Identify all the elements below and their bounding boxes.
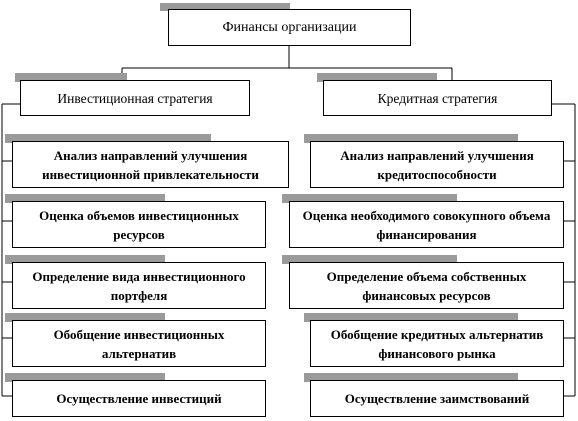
right-step-5: Осуществление заимствований (310, 380, 564, 417)
left-step-3: Определение вида инвестиционного портфел… (12, 262, 266, 309)
credit-strategy-node: Кредитная стратегия (323, 80, 552, 116)
left-step-4: Обобщение инвестиционных альтернатив (12, 320, 266, 367)
left-step-2: Оценка объемов инвестиционных ресурсов (12, 201, 266, 248)
right-step-5-shadow (304, 373, 518, 382)
left-step-5-label: Осуществление инвестиций (56, 391, 222, 406)
left-step-3-shadow (5, 255, 165, 264)
right-branch-shadow (317, 73, 437, 82)
right-step-3-shadow (282, 255, 457, 264)
root-node: Финансы организации (168, 9, 411, 46)
credit-strategy-label: Кредитная стратегия (377, 90, 498, 106)
right-step-3-label: Определение объема собственных финансовы… (326, 268, 527, 303)
left-step-2-label: Оценка объемов инвестиционных ресурсов (39, 207, 239, 242)
left-step-5-shadow (5, 373, 165, 382)
root-label: Финансы организации (222, 20, 357, 35)
left-step-2-shadow (5, 194, 165, 203)
left-step-1-shadow (5, 134, 211, 143)
right-step-2-label: Оценка необходимого совокупного объема ф… (302, 207, 551, 242)
right-step-5-label: Осуществление заимствований (344, 391, 530, 406)
right-step-2-shadow (282, 194, 457, 203)
right-step-4-shadow (304, 313, 518, 322)
right-step-1-shadow (304, 134, 518, 143)
right-step-1-label: Анализ направлений улучшения кредитоспос… (340, 147, 534, 182)
left-step-4-shadow (5, 313, 165, 322)
left-step-4-label: Обобщение инвестиционных альтернатив (53, 326, 225, 361)
investment-strategy-label: Инвестиционная стратегия (57, 90, 213, 106)
root-shadow (160, 3, 290, 11)
left-step-3-label: Определение вида инвестиционного портфел… (32, 268, 246, 303)
right-step-3: Определение объема собственных финансовы… (289, 262, 564, 309)
right-step-1: Анализ направлений улучшения кредитоспос… (310, 141, 564, 188)
left-step-5: Осуществление инвестиций (12, 380, 266, 417)
left-step-1-label: Анализ направлений улучшения инвестицион… (42, 147, 259, 182)
left-step-1: Анализ направлений улучшения инвестицион… (12, 141, 289, 188)
right-step-2: Оценка необходимого совокупного объема ф… (289, 201, 564, 248)
right-step-4: Обобщение кредитных альтернатив финансов… (310, 320, 564, 367)
right-step-4-label: Обобщение кредитных альтернатив финансов… (330, 326, 544, 361)
left-branch-shadow (15, 73, 127, 82)
investment-strategy-node: Инвестиционная стратегия (20, 80, 250, 116)
